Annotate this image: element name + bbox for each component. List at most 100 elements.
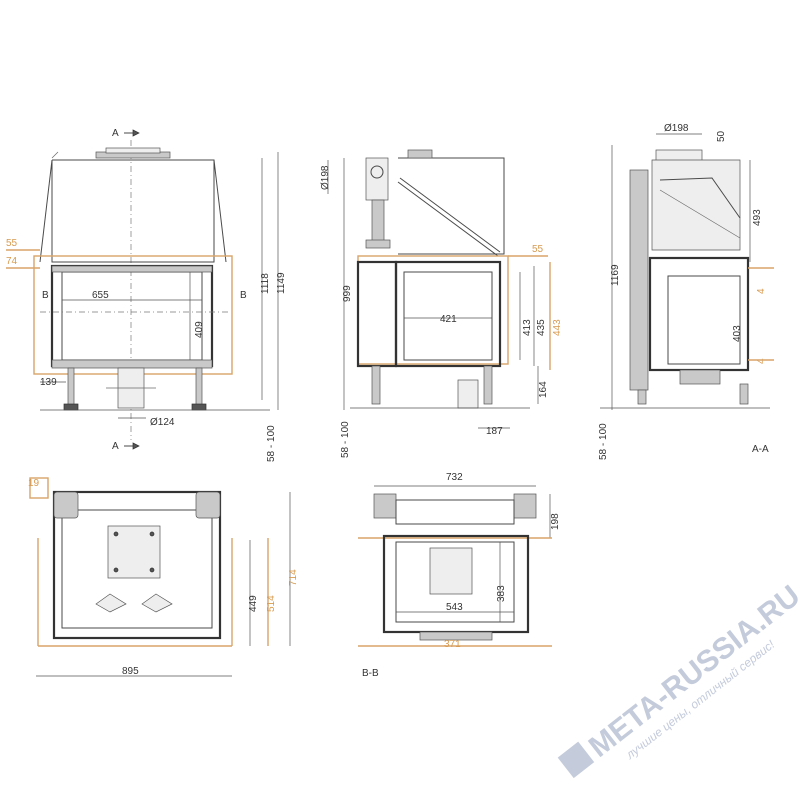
dim-999: 999 [342, 285, 353, 302]
dim-895: 895 [122, 666, 139, 677]
damper-base [365, 239, 391, 249]
flue-pipe [365, 157, 389, 201]
section-bb-label: B-B [362, 668, 379, 679]
arrow-head [132, 129, 140, 137]
bb-handle-right [513, 493, 537, 519]
side-air-inlet [457, 379, 479, 409]
side-glass [403, 271, 493, 361]
hood-right-bracket [213, 159, 227, 263]
bottom-rail [51, 359, 213, 369]
dim-449: 449 [248, 595, 259, 612]
flue-damper [370, 165, 384, 179]
dim-58-100-aa: 58 - 100 [598, 423, 609, 460]
dim-403: 403 [732, 325, 743, 342]
dim-74: 74 [6, 256, 18, 267]
side-leg-left [371, 365, 381, 405]
dim-58-100-side: 58 - 100 [340, 421, 351, 458]
dim-421: 421 [440, 314, 457, 325]
glass-frame [61, 271, 203, 361]
bolt [149, 567, 155, 573]
top-handle-left [53, 491, 79, 519]
bb-firebox [395, 541, 515, 623]
grate-vent-left [95, 593, 127, 613]
bb-air-inlet [419, 631, 493, 641]
section-bb-view: 732 198 383 543 371 B-B [358, 472, 561, 679]
aa-body [648, 256, 750, 372]
hood-outline [51, 159, 215, 263]
hood-left-bracket [39, 159, 53, 263]
dim-58-100: 58 - 100 [266, 425, 277, 462]
dim-d198: Ø198 [320, 165, 331, 190]
section-b-mark-left: B [42, 290, 49, 301]
aa-ashpan [679, 369, 721, 385]
top-handle [407, 149, 433, 159]
leg-right [195, 367, 203, 407]
section-a-mark-bottom: A [112, 441, 119, 452]
dim-655: 655 [92, 290, 109, 301]
front-view: A A B B 655 [6, 128, 287, 462]
dim-19: 19 [28, 478, 40, 489]
section-aa-view: 1169 Ø198 50 493 403 4 4 58 - 100 A-A [598, 123, 774, 460]
dim-164: 164 [538, 381, 549, 398]
top-corner-tan [29, 477, 49, 499]
side-leg-right [483, 365, 493, 405]
dim-543: 543 [446, 602, 463, 613]
dim-d124: Ø124 [150, 417, 175, 428]
dim-732: 732 [446, 472, 463, 483]
bolt [113, 531, 119, 537]
dim-383: 383 [496, 585, 507, 602]
dim-4-bottom: 4 [756, 358, 767, 364]
firebox-body [50, 264, 214, 368]
dim-139: 139 [40, 377, 57, 388]
bb-top-plate [395, 499, 515, 525]
dim-514: 514 [266, 595, 277, 612]
foot-right [191, 403, 207, 411]
dim-443: 443 [552, 319, 563, 336]
bolt [149, 531, 155, 537]
dim-413: 413 [522, 319, 533, 336]
dim-55: 55 [6, 238, 18, 249]
grate-vent-right [141, 593, 173, 613]
watermark: META-RUSSIA.RU лучшие цены, отличный сер… [557, 579, 800, 779]
bolt [113, 567, 119, 573]
dim-493: 493 [752, 209, 763, 226]
aa-baffle-2 [659, 189, 741, 239]
side-body-door [394, 260, 502, 368]
dim-1118: 1118 [260, 273, 271, 294]
exhaust-ring [105, 147, 161, 154]
top-body [52, 490, 222, 640]
dim-714: 714 [288, 569, 299, 586]
section-a-mark-top: A [112, 128, 119, 139]
dim-1149: 1149 [276, 272, 287, 294]
dim-371: 371 [444, 639, 461, 650]
watermark-brand: META-RUSSIA.RU [583, 579, 800, 764]
door-strut [397, 181, 499, 257]
arrow-head [132, 442, 140, 450]
dim-4-top: 4 [756, 288, 767, 294]
damper-rod [371, 199, 385, 245]
section-aa-label: A-A [752, 444, 769, 455]
side-view: 999 Ø198 55 421 413 435 443 [320, 149, 563, 458]
watermark-logo-icon [557, 741, 595, 779]
dim-435: 435 [536, 319, 547, 336]
aa-firebox [667, 275, 741, 365]
aa-baffle [659, 177, 741, 219]
bb-handle-left [373, 493, 397, 519]
aa-leg-right [739, 383, 749, 405]
dim-409: 409 [194, 321, 205, 338]
foot-left [63, 403, 79, 411]
leg-left [67, 367, 75, 407]
hood-edge [51, 151, 59, 159]
dim-187: 187 [486, 426, 503, 437]
door-strut-2 [399, 177, 501, 253]
side-body-rear [356, 260, 398, 368]
top-inner [61, 509, 213, 629]
aa-rear-wall [629, 169, 649, 391]
top-view: 19 449 514 714 895 [28, 477, 299, 677]
dim-1169: 1169 [610, 264, 621, 286]
top-handle-right [195, 491, 221, 519]
aa-leg-left [637, 389, 647, 405]
dim-50: 50 [716, 130, 727, 142]
side-hood [398, 157, 505, 255]
